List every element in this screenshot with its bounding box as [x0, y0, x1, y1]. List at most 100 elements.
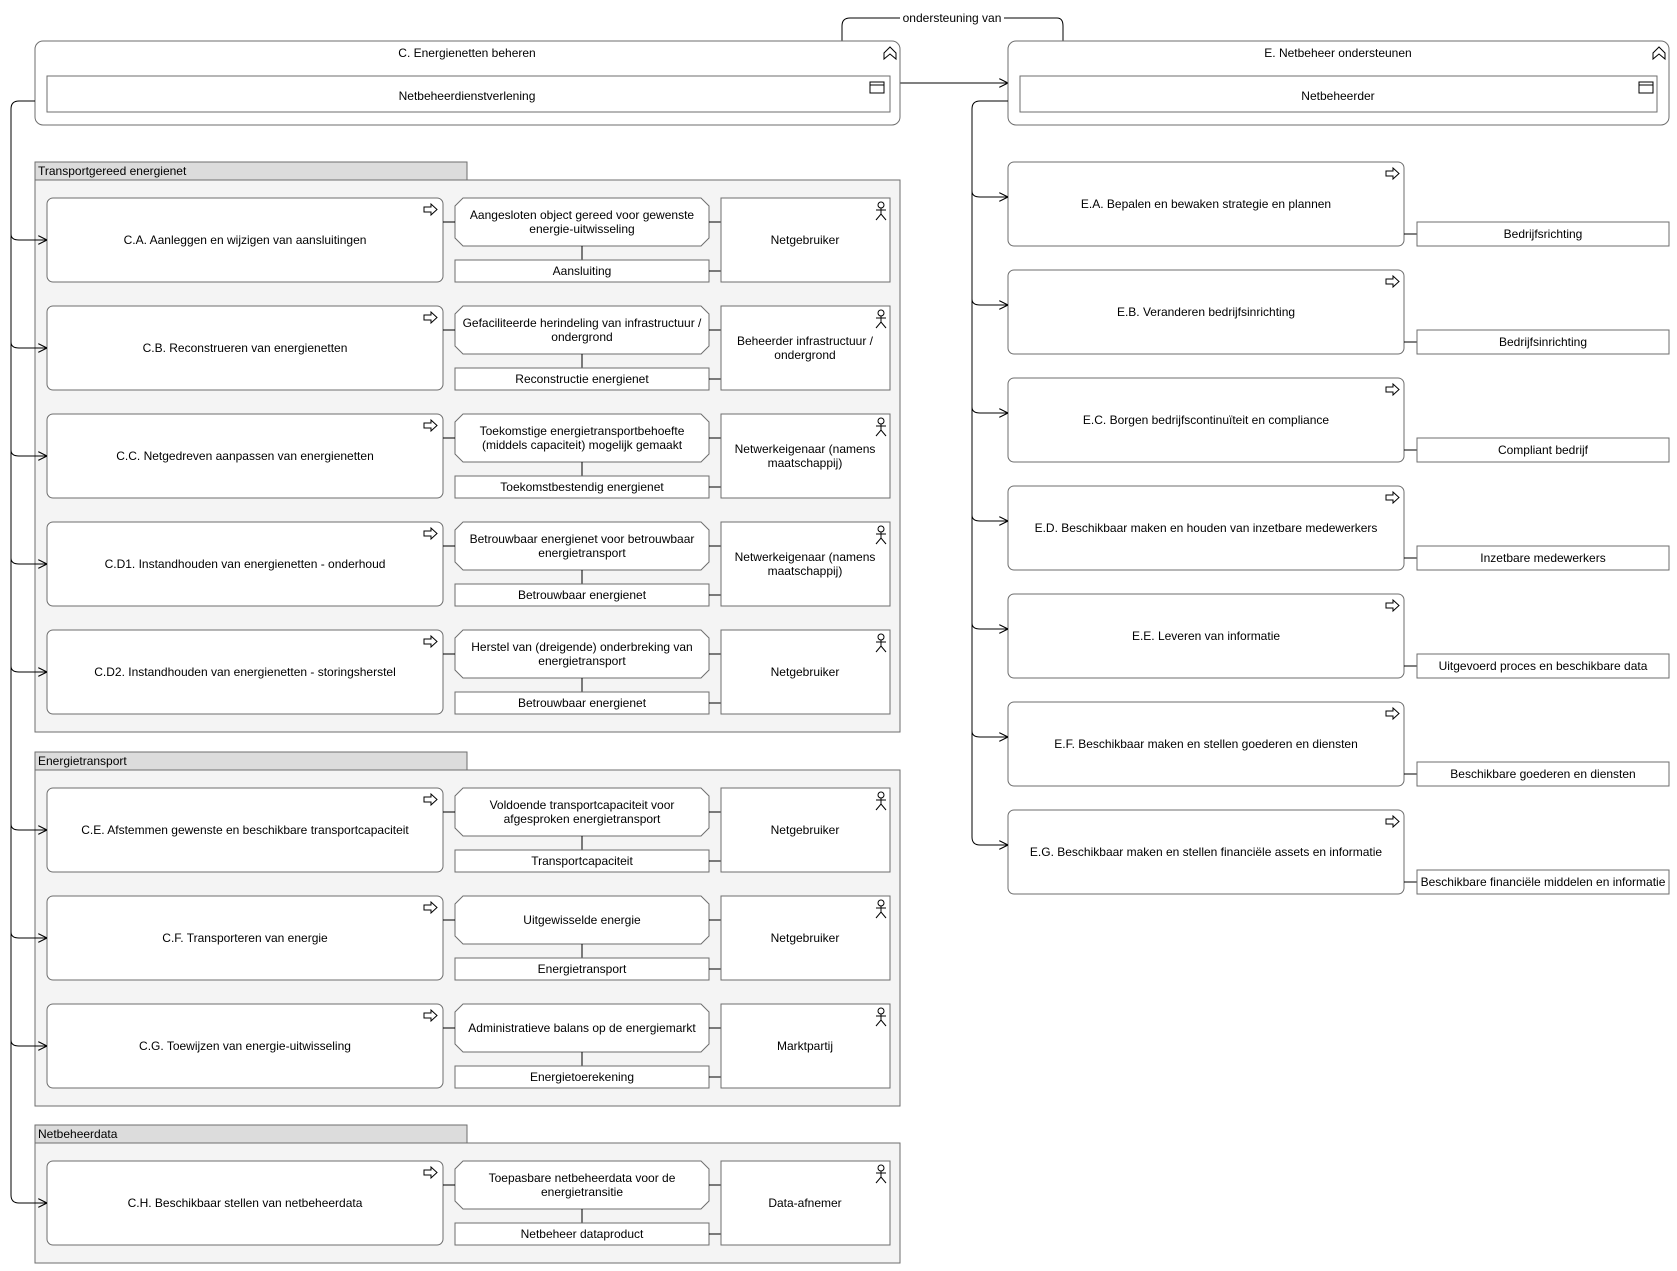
actor-box[interactable] — [720, 305, 891, 391]
e-process-row: E.G. Beschikbaar maken en stellen financ… — [1007, 809, 1670, 895]
e-process-row: E.F. Beschikbaar maken en stellen goeder… — [1007, 701, 1670, 787]
business-object-label: Bedrijfsrichting — [1504, 227, 1583, 241]
capability-c-title: C. Energienetten beheren — [398, 46, 535, 60]
business-object-label: Beschikbare financiële middelen en infor… — [1421, 875, 1666, 889]
business-object-label: Energietoerekening — [530, 1070, 634, 1084]
process-label: C.C. Netgedreven aanpassen van energiene… — [116, 449, 374, 463]
business-object-box[interactable] — [1416, 221, 1670, 247]
outcome-box[interactable] — [454, 413, 710, 463]
outcome-label: energietransport — [538, 654, 626, 668]
actor-icon — [875, 791, 887, 811]
process-arrow-icon — [423, 792, 438, 807]
business-object-label: Aansluiting — [553, 264, 612, 278]
business-object-box[interactable] — [1416, 437, 1670, 463]
e-process-row: E.A. Bepalen en bewaken strategie en pla… — [1007, 161, 1670, 247]
outcome-box[interactable] — [454, 629, 710, 679]
process-label: E.B. Veranderen bedrijfsinrichting — [1117, 305, 1295, 319]
service-netbeheerdienstverlening-box[interactable] — [46, 75, 891, 113]
actor-label: maatschappij) — [768, 456, 843, 470]
process-arrow-icon — [1385, 382, 1400, 397]
business-object-label: Beschikbare goederen en diensten — [1450, 767, 1635, 781]
actor-box[interactable] — [720, 521, 891, 607]
c-tree-branch — [10, 665, 47, 672]
service-icon — [869, 81, 885, 94]
e-tree-branch — [971, 622, 1008, 629]
outcome-label: Administratieve balans op de energiemark… — [468, 1021, 696, 1035]
e-process-row: E.D. Beschikbaar maken en houden van inz… — [1007, 485, 1670, 571]
actor-icon — [875, 633, 887, 653]
process-arrow-icon — [423, 900, 438, 915]
process-row: C.A. Aanleggen en wijzigen van aansluiti… — [46, 197, 891, 283]
process-arrow-icon — [1385, 166, 1400, 181]
c-tree-branch — [10, 233, 47, 240]
e-tree-connector — [971, 100, 1008, 845]
process-row: C.C. Netgedreven aanpassen van energiene… — [46, 413, 891, 499]
actor-label: Beheerder infrastructuur / — [737, 334, 874, 348]
service-netbeheerder-box[interactable] — [1019, 75, 1658, 113]
outcome-box[interactable] — [454, 197, 710, 247]
process-box[interactable] — [1007, 377, 1405, 463]
process-box[interactable] — [1007, 701, 1405, 787]
process-box[interactable] — [1007, 269, 1405, 355]
process-label: E.F. Beschikbaar maken en stellen goeder… — [1054, 737, 1358, 751]
c-tree-trunk — [10, 100, 47, 1203]
business-object-box[interactable] — [1416, 545, 1670, 571]
capability-icon — [1652, 46, 1666, 61]
process-row: C.G. Toewijzen van energie-uitwisseling A… — [46, 1003, 891, 1089]
process-label: E.C. Borgen bedrijfscontinuïteit en comp… — [1083, 413, 1329, 427]
actor-box[interactable] — [720, 197, 891, 283]
actor-label: Netwerkeigenaar (namens — [735, 550, 876, 564]
outcome-label: energie-uitwisseling — [529, 222, 634, 236]
process-box[interactable] — [1007, 809, 1405, 895]
actor-box[interactable] — [720, 895, 891, 981]
business-object-label: Toekomstbestendig energienet — [500, 480, 664, 494]
service-icon — [1638, 81, 1654, 94]
outcome-label: Voldoende transportcapaciteit voor — [490, 798, 675, 812]
actor-label: Netgebruiker — [771, 931, 840, 945]
business-object-label: Betrouwbaar energienet — [518, 588, 647, 602]
actor-box[interactable] — [720, 629, 891, 715]
outcome-label: Herstel van (dreigende) onderbreking van — [471, 640, 692, 654]
process-label: C.B. Reconstrueren van energienetten — [143, 341, 348, 355]
actor-label: Netwerkeigenaar (namens — [735, 442, 876, 456]
actor-icon — [875, 525, 887, 545]
outcome-box[interactable] — [454, 895, 710, 945]
e-tree-branch — [971, 514, 1008, 521]
outcome-box[interactable] — [454, 787, 710, 837]
e-tree-branch — [971, 190, 1008, 197]
process-row: C.D1. Instandhouden van energienetten - … — [46, 521, 891, 607]
process-label: C.D2. Instandhouden van energienetten - … — [94, 665, 396, 679]
actor-box[interactable] — [720, 1160, 891, 1246]
business-object-box[interactable] — [1416, 329, 1670, 355]
business-object-box[interactable] — [1416, 761, 1670, 787]
business-object-box[interactable] — [1416, 653, 1670, 679]
business-object-box[interactable] — [1416, 869, 1670, 895]
process-box[interactable] — [1007, 485, 1405, 571]
actor-box[interactable] — [720, 413, 891, 499]
outcome-box[interactable] — [454, 1003, 710, 1053]
business-object-label: Compliant bedrijf — [1498, 443, 1589, 457]
e-tree-branch — [971, 298, 1008, 305]
process-label: C.G. Toewijzen van energie-uitwisseling — [139, 1039, 351, 1053]
actor-box[interactable] — [720, 1003, 891, 1089]
actor-label: Netgebruiker — [771, 823, 840, 837]
process-box[interactable] — [1007, 593, 1405, 679]
actor-label: Data-afnemer — [768, 1196, 841, 1210]
actor-box[interactable] — [720, 787, 891, 873]
outcome-box[interactable] — [454, 1160, 710, 1210]
process-arrow-icon — [1385, 490, 1400, 505]
business-object-label: Reconstructie energienet — [515, 372, 649, 386]
process-row: C.D2. Instandhouden van energienetten - … — [46, 629, 891, 715]
process-row: C.B. Reconstrueren van energienettenGefa… — [46, 305, 891, 391]
process-box[interactable] — [1007, 161, 1405, 247]
frames: C. Energienetten beheren Netbeheerdienst… — [34, 10, 1670, 126]
outcome-label: (middels capaciteit) mogelijk gemaakt — [482, 438, 683, 452]
outcome-box[interactable] — [454, 305, 710, 355]
process-arrow-icon — [423, 310, 438, 325]
process-row: C.F. Transporteren van energieUitgewisse… — [46, 895, 891, 981]
outcome-box[interactable] — [454, 521, 710, 571]
